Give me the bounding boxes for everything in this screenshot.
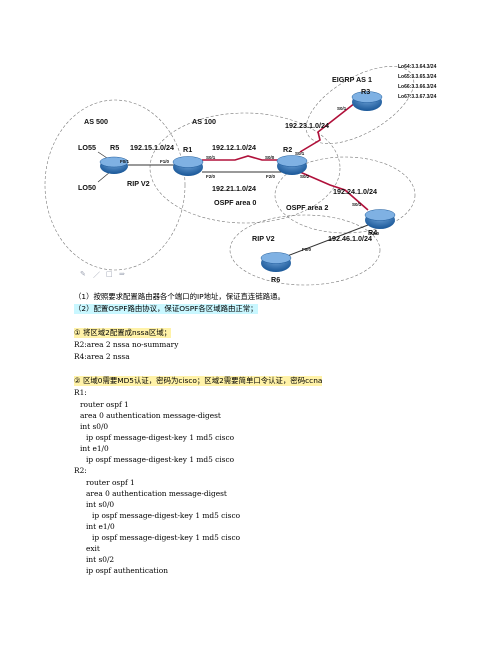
code-line: int s0/0: [80, 422, 109, 431]
code-line: router ospf 1: [80, 400, 129, 409]
code-line: int s0/0: [86, 500, 115, 509]
r3-lo66-label: Lo66:3.3.66.3/24: [398, 84, 437, 90]
r3-lo67-label: Lo67:3.3.67.3/24: [398, 94, 437, 100]
link-r1-r2-serial: [202, 155, 282, 161]
section-2-heading: ② 区域0需要MD5认证，密码为cisco；区域2需要简单口令认证，密码ccna: [74, 376, 323, 386]
port-r4-s01: S0/1: [352, 202, 362, 207]
code-line: ip ospf message-digest-key 1 md5 cisco: [92, 533, 241, 542]
code-line: area 0 authentication message-digest: [86, 489, 227, 498]
link-r4-r6: [281, 224, 369, 259]
port-r2-f20: F2/0: [266, 174, 276, 179]
r3-lo64-label: Lo64:3.3.64.3/24: [398, 64, 437, 70]
port-r1-f20: F2/0: [206, 174, 216, 179]
code-line: int s0/2: [86, 555, 115, 564]
eigrp-label: EIGRP AS 1: [332, 75, 372, 84]
rip-left-label: RIP V2: [127, 179, 150, 188]
as500-label: AS 500: [84, 117, 108, 126]
ospf-area2-boundary: [274, 156, 416, 234]
router-r3-icon: [351, 91, 383, 111]
router-r1-label: R1: [183, 145, 192, 154]
port-r6-f00: F0/0: [302, 247, 312, 252]
section-1-heading: ① 将区域2配置成nssa区域；: [74, 328, 172, 338]
pencil-icon[interactable]: ／: [93, 271, 100, 279]
router-r6-label: R6: [271, 275, 280, 284]
network-12-label: 192.12.1.0/24: [212, 143, 256, 152]
network-15-label: 192.15.1.0/24: [130, 143, 174, 152]
router-r3-label: R3: [361, 87, 370, 96]
lo55-label: LO55: [78, 143, 96, 152]
eigrp-boundary: [305, 66, 415, 144]
code-line: int e1/0: [80, 444, 109, 453]
network-23-label: 192.23.1.0/24: [285, 121, 329, 130]
code-line: area 0 authentication message-digest: [80, 411, 221, 420]
code-line: R1:: [74, 388, 87, 397]
router-r5-icon: [99, 156, 129, 174]
router-r4-icon: [364, 209, 396, 229]
arrow-icon[interactable]: ⇒: [119, 270, 125, 278]
as500-boundary: [44, 99, 186, 271]
lo50-line: [97, 171, 111, 183]
pen-icon[interactable]: ✎: [80, 270, 86, 278]
port-r5-f01: F0/1: [120, 159, 130, 164]
router-r2-icon: [276, 155, 308, 175]
router-r6-icon: [260, 252, 292, 272]
section-1-line-1: R2:area 2 nssa no-summary: [74, 340, 179, 349]
lo50-label: LO50: [78, 183, 96, 192]
as100-label: AS 100: [192, 117, 216, 126]
router-r2-label: R2: [283, 145, 292, 154]
ospf-area0-boundary: [149, 112, 341, 224]
router-r4-label: R4: [368, 228, 377, 237]
port-r1-s01: S0/1: [206, 155, 216, 160]
box-icon[interactable]: □: [106, 270, 113, 278]
port-r1-f10: F1/0: [160, 159, 170, 164]
link-r2-r4-serial: [299, 171, 369, 211]
port-r4-f20: F2/0: [370, 231, 380, 236]
code-line: int e1/0: [86, 522, 115, 531]
port-r2-s01: S0/1: [295, 151, 305, 156]
rip-bottom-label: RIP V2: [252, 234, 275, 243]
code-line: ip ospf message-digest-key 1 md5 cisco: [86, 455, 235, 464]
router-r5-label: R5: [110, 143, 119, 152]
code-line: R2:: [74, 466, 87, 475]
code-line: ip ospf authentication: [86, 566, 168, 575]
code-line: router ospf 1: [86, 478, 135, 487]
network-topology-diagram: AS 500 AS 100 EIGRP AS 1 OSPF area 0 OSP…: [44, 64, 437, 286]
step-2-text: （2）配置OSPF路由协议，保证OSPF各区域路由正常；: [74, 304, 258, 314]
port-r2-s00: S0/0: [265, 155, 275, 160]
rip-boundary: [229, 214, 381, 286]
step-1-text: （1）按照要求配置路由器各个端口的IP地址，保证直连链路通。: [74, 292, 285, 301]
network-24-label: 192.24.1.0/24: [333, 187, 377, 196]
code-line: ip ospf message-digest-key 1 md5 cisco: [92, 511, 241, 520]
network-21-label: 192.21.1.0/24: [212, 184, 256, 193]
section-1-line-2: R4:area 2 nssa: [74, 352, 130, 361]
port-r2-s02: S0/2: [300, 174, 310, 179]
code-line: exit: [86, 544, 100, 553]
link-r2-r3-serial: [299, 102, 356, 153]
ospf-area0-label: OSPF area 0: [214, 198, 256, 207]
network-46-label: 192.46.1.0/24: [328, 234, 372, 243]
router-r1-icon: [172, 156, 204, 176]
r3-lo65-label: Lo65:3.3.65.3/24: [398, 74, 437, 80]
code-line: ip ospf message-digest-key 1 md5 cisco: [86, 433, 235, 442]
ospf-area2-label: OSPF area 2: [286, 203, 328, 212]
port-r3-s01: S0/1: [337, 106, 347, 111]
